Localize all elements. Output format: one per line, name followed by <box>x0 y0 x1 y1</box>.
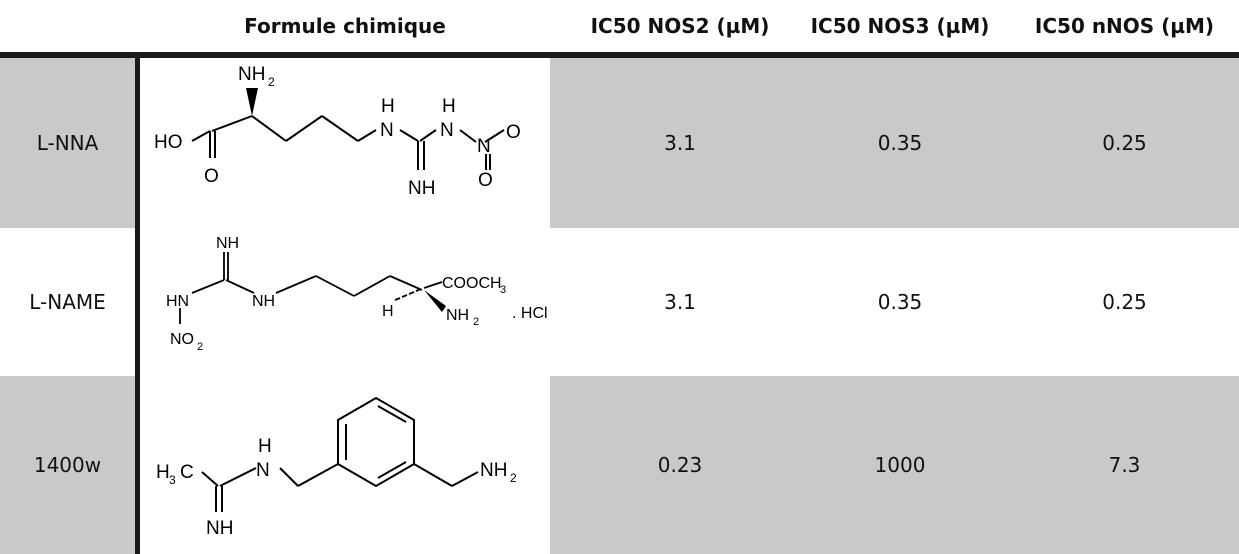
structure-label: NH <box>408 178 435 199</box>
structure-label: H <box>381 96 395 117</box>
column-divider <box>135 58 140 554</box>
structure-label: HN <box>166 293 189 310</box>
compound-name: L-NNA <box>36 131 99 155</box>
structure-label: H <box>442 96 456 117</box>
ic50-nnos-value: 7.3 <box>1108 453 1141 477</box>
ic50-nos3-value: 1000 <box>874 453 926 477</box>
structure-label: H <box>382 303 394 320</box>
structure-label: NH <box>206 518 233 539</box>
structure-label: 2 <box>197 341 203 353</box>
structure-label: NO <box>170 331 194 348</box>
structure-label: 3 <box>500 284 506 296</box>
compound-name: 1400w <box>33 453 102 477</box>
header-ic50-nos3: IC50 NOS3 (µM) <box>810 14 990 38</box>
structure-label: O <box>506 122 521 143</box>
structure-svg: NH HN NH NO 2 COOCH 3 H NH 2 . HCl <box>166 235 548 353</box>
structure-label: H <box>156 462 170 483</box>
ic50-nos3-value: 0.35 <box>877 131 923 155</box>
structure-label: COOCH <box>442 275 502 292</box>
header-divider <box>0 52 1239 58</box>
structure-label: NH <box>238 64 265 85</box>
structure-label: C <box>180 462 194 483</box>
structure-label: N <box>477 136 491 157</box>
table-row: L-NNA NH 2 <box>0 58 1239 228</box>
ic50-nnos-value: 0.25 <box>1102 131 1147 155</box>
structure-label: 2 <box>510 471 517 485</box>
chemical-structure-l-nna: NH 2 HO O H N H N N O O NH <box>140 58 550 228</box>
structure-label: O <box>204 166 219 187</box>
chemical-structure-1400w: H 3 C H N NH NH 2 <box>140 376 550 554</box>
structure-label: NH <box>446 307 469 324</box>
compound-name: L-NAME <box>29 290 106 314</box>
structure-label: NH <box>216 235 239 252</box>
ic50-nos2-value: 3.1 <box>664 131 696 155</box>
structure-label: . HCl <box>512 305 548 322</box>
ic50-nos2-value: 3.1 <box>664 290 696 314</box>
structure-label: NH <box>480 460 507 481</box>
structure-label: 2 <box>473 316 479 328</box>
ic50-nos2-value: 0.23 <box>657 453 703 477</box>
structure-label: HO <box>154 132 183 153</box>
table-row: 1400w H 3 C H N NH NH <box>0 376 1239 554</box>
chemical-structure-l-name: NH HN NH NO 2 COOCH 3 H NH 2 . HCl <box>140 228 550 376</box>
structure-label: N <box>440 120 454 141</box>
structure-label: N <box>256 460 270 481</box>
structure-svg: NH 2 HO O H N H N N O O NH <box>154 64 521 199</box>
structure-svg: H 3 C H N NH NH 2 <box>156 396 517 539</box>
structure-label: N <box>380 120 394 141</box>
structure-label: NH <box>252 293 275 310</box>
header-ic50-nnos: IC50 nNOS (µM) <box>1034 14 1215 38</box>
structure-label: H <box>258 436 272 457</box>
table-header: Formule chimique IC50 NOS2 (µM) IC50 NOS… <box>0 0 1239 52</box>
structure-label: O <box>478 170 493 191</box>
structure-label: 2 <box>268 75 275 89</box>
structure-label: 3 <box>169 473 176 487</box>
header-formula: Formule chimique <box>244 14 446 38</box>
ic50-nos3-value: 0.35 <box>877 290 923 314</box>
table-row: L-NAME NH HN NH NO <box>0 228 1239 376</box>
header-ic50-nos2: IC50 NOS2 (µM) <box>590 14 770 38</box>
ic50-nnos-value: 0.25 <box>1102 290 1147 314</box>
